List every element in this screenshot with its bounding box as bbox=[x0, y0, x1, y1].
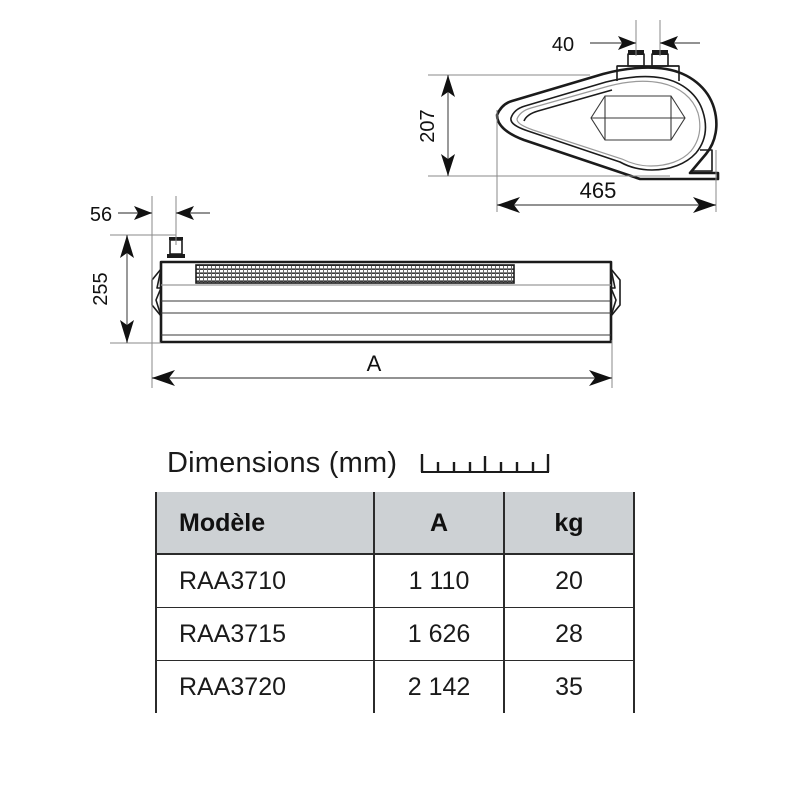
dimension-56-label: 56 bbox=[90, 204, 112, 226]
dimension-255: 255 bbox=[90, 234, 176, 344]
side-profile-inner-wall bbox=[510, 75, 707, 171]
column-header-a: A bbox=[373, 492, 505, 555]
dimension-207-label: 207 bbox=[417, 109, 439, 142]
dimensions-section: Dimensions (mm) bbox=[155, 440, 645, 713]
dimension-A-label: A bbox=[367, 351, 382, 376]
table-header-row: Modèle A kg bbox=[155, 492, 635, 555]
dimension-56: 56 bbox=[90, 196, 210, 345]
front-elevation-view: 56 255 A bbox=[90, 196, 621, 388]
cell-kg: 20 bbox=[503, 553, 635, 608]
front-end-cap-right bbox=[610, 268, 621, 317]
front-end-cap-left bbox=[151, 268, 162, 317]
dimension-465: 465 bbox=[496, 110, 717, 213]
dimension-255-label: 255 bbox=[90, 272, 112, 305]
side-profile-nozzle-slot bbox=[523, 89, 613, 122]
dimension-40-label: 40 bbox=[552, 34, 574, 56]
side-profile-view: 40 207 465 bbox=[417, 20, 720, 213]
table-row: RAA3710 1 110 20 bbox=[155, 553, 635, 608]
cell-kg: 28 bbox=[503, 607, 635, 661]
cell-a: 1 110 bbox=[373, 553, 505, 608]
side-profile-internal-block bbox=[590, 95, 686, 141]
table-row: RAA3715 1 626 28 bbox=[155, 607, 635, 661]
cell-a: 1 626 bbox=[373, 607, 505, 661]
dimension-A: A bbox=[151, 340, 613, 388]
dimension-465-label: 465 bbox=[580, 178, 617, 203]
table-row: RAA3720 2 142 35 bbox=[155, 660, 635, 713]
dimensions-heading-row: Dimensions (mm) bbox=[155, 440, 645, 486]
cell-model: RAA3720 bbox=[155, 660, 375, 713]
side-profile-cavity bbox=[516, 80, 701, 167]
dimensions-title: Dimensions (mm) bbox=[167, 446, 398, 479]
side-profile-mounting-lip bbox=[693, 149, 713, 172]
dimension-40: 40 bbox=[552, 20, 700, 56]
cell-model: RAA3710 bbox=[155, 553, 375, 608]
column-header-kg: kg bbox=[503, 492, 635, 555]
column-header-model: Modèle bbox=[155, 492, 375, 555]
front-discharge-grille bbox=[195, 264, 515, 284]
cell-a: 2 142 bbox=[373, 660, 505, 713]
cell-model: RAA3715 bbox=[155, 607, 375, 661]
cell-kg: 35 bbox=[503, 660, 635, 713]
dimension-207: 207 bbox=[417, 74, 670, 177]
ruler-scale-icon bbox=[420, 454, 550, 473]
specifications-table: Modèle A kg RAA3710 1 110 20 RAA3715 1 6… bbox=[155, 492, 635, 713]
